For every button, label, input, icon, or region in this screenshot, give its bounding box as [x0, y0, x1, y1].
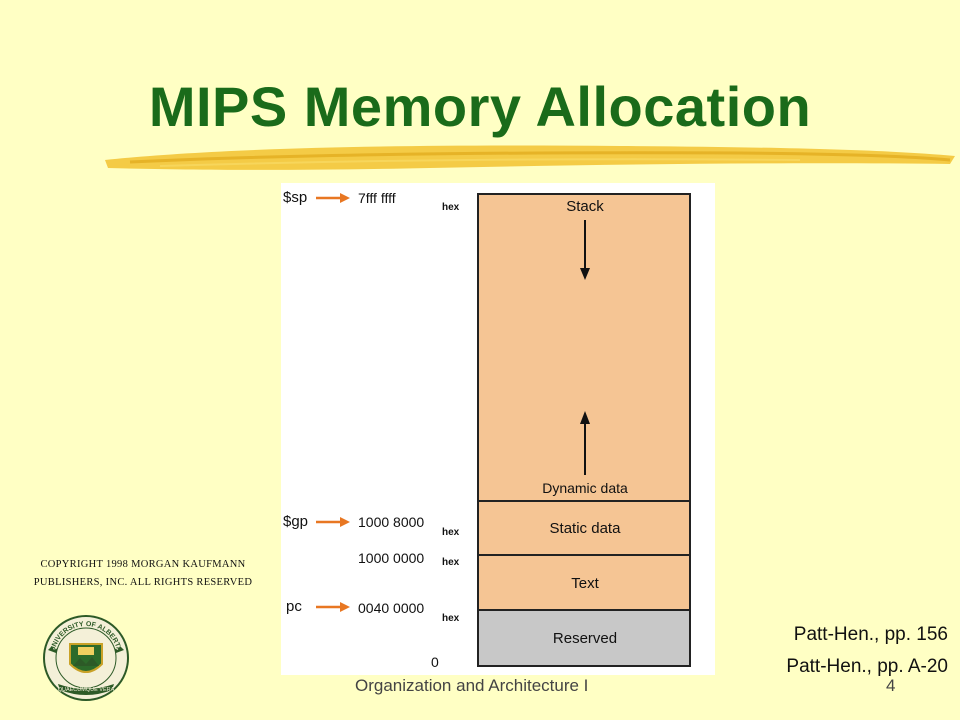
pc-register-label: pc — [286, 598, 302, 615]
address-10000000: 1000 0000 — [358, 550, 425, 566]
stack-label: Stack — [566, 198, 604, 215]
logo-text-bottom: QUAECUMQUE VERA — [58, 687, 115, 693]
address-10008000: 1000 8000 — [358, 514, 425, 530]
address-zero: 0 — [431, 654, 439, 670]
copyright-line-2: PUBLISHERS, INC. ALL RIGHTS RESERVED — [33, 577, 253, 588]
sp-pointer-arrow — [316, 193, 350, 203]
copyright-notice: COPYRIGHT 1998 MORGAN KAUFMANN PUBLISHER… — [8, 556, 278, 592]
reference-2: Patt-Hen., pp. A-20 — [786, 656, 948, 677]
title-underline-brushstroke — [105, 145, 955, 170]
address-00400000: 0040 0000 — [358, 600, 425, 616]
stack-down-arrow — [580, 220, 590, 280]
gp-register-label: $gp — [283, 513, 309, 530]
hex-label-static: hex — [442, 557, 460, 568]
static-data-label: Static data — [549, 520, 621, 537]
hex-label-gp: hex — [442, 527, 460, 538]
footer-course-title: Organization and Architecture I — [355, 676, 589, 695]
sp-register-label: $sp — [283, 189, 308, 206]
reserved-label: Reserved — [552, 630, 618, 647]
page-number: 4 — [886, 676, 896, 695]
university-crest-logo: UNIVERSITY OF ALBERTA QUAECUMQUE VERA — [43, 615, 129, 701]
reference-1: Patt-Hen., pp. 156 — [793, 624, 948, 645]
copyright-line-1: COPYRIGHT 1998 MORGAN KAUFMANN — [40, 559, 246, 570]
dynamic-data-label: Dynamic data — [542, 480, 628, 496]
heap-up-arrow — [580, 411, 590, 475]
address-7fffffff: 7fff ffff — [358, 190, 396, 206]
hex-label-text: hex — [442, 613, 460, 624]
pc-pointer-arrow — [316, 602, 350, 612]
reserved-block — [477, 609, 691, 667]
hex-label-top: hex — [442, 202, 460, 213]
gp-pointer-arrow — [316, 517, 350, 527]
slide-title: MIPS Memory Allocation — [148, 75, 812, 138]
text-label: Text — [571, 575, 599, 592]
